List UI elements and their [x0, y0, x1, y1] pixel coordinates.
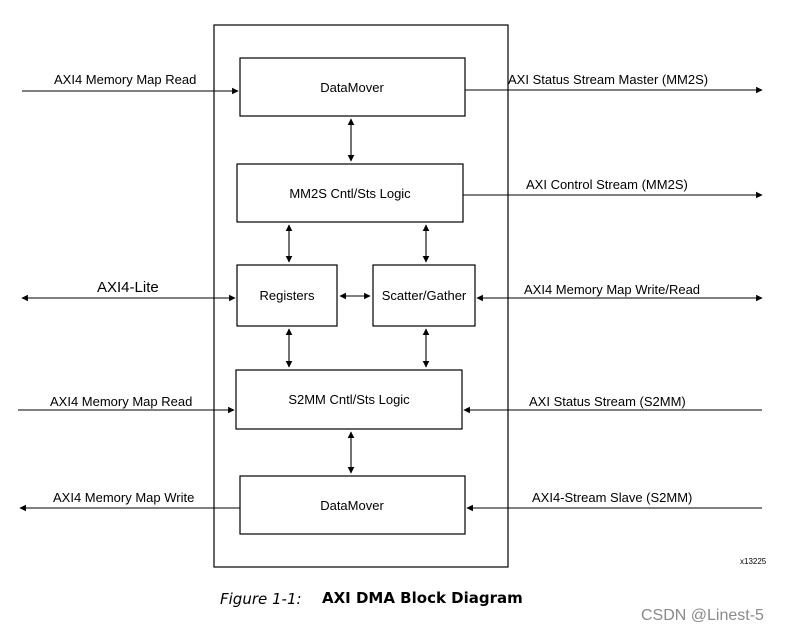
status-s2mm-label: AXI Status Stream (S2MM): [529, 394, 686, 409]
registers-block: [236, 264, 338, 327]
datamover-bottom-label: DataMover: [320, 498, 384, 513]
figure-caption-label: Figure 1-1:: [220, 590, 302, 608]
mm2s-logic-block: [236, 163, 464, 223]
status-master-label: AXI Status Stream Master (MM2S): [508, 72, 708, 87]
mm2s-logic-label: MM2S Cntl/Sts Logic: [289, 186, 411, 201]
datamover-top-block: [239, 57, 466, 117]
figure-id: x13225: [740, 557, 767, 566]
scatter-gather-label: Scatter/Gather: [382, 288, 467, 303]
figure-caption-title: AXI DMA Block Diagram: [322, 589, 523, 607]
control-stream-label: AXI Control Stream (MM2S): [526, 177, 688, 192]
registers-label: Registers: [260, 288, 315, 303]
axi4-lite-label: AXI4-Lite: [97, 279, 159, 296]
scatter-gather-block: [372, 264, 476, 327]
stream-slave-label: AXI4-Stream Slave (S2MM): [532, 490, 692, 505]
mm-read-bottom-label: AXI4 Memory Map Read: [50, 394, 192, 409]
datamover-top-label: DataMover: [320, 80, 384, 95]
s2mm-logic-block: [235, 369, 463, 430]
watermark: CSDN @Linest-5: [641, 607, 764, 624]
mm-write-label: AXI4 Memory Map Write: [53, 490, 194, 505]
mm-read-top-label: AXI4 Memory Map Read: [54, 72, 196, 87]
s2mm-logic-label: S2MM Cntl/Sts Logic: [288, 392, 410, 407]
datamover-bottom-block: [239, 475, 466, 535]
mm-write-read-label: AXI4 Memory Map Write/Read: [524, 282, 700, 297]
